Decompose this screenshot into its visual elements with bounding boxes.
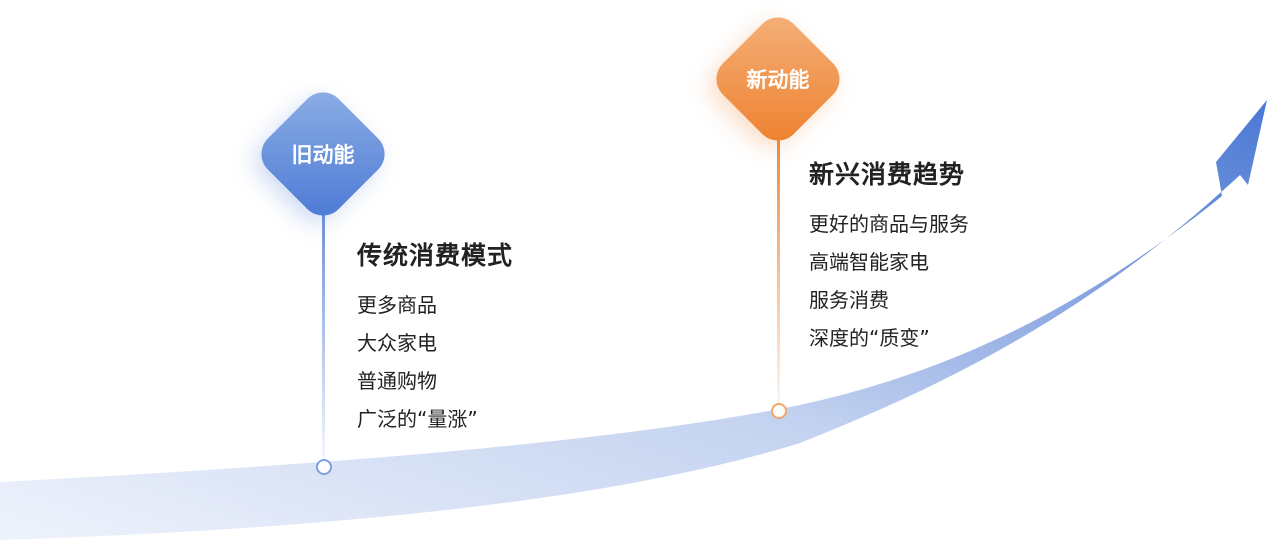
new-stage-item: 服务消费	[809, 288, 889, 312]
new-stage-connector	[777, 140, 780, 406]
old-stage-connector	[322, 214, 325, 460]
old-badge-label: 旧动能	[291, 143, 355, 167]
old-stage-item: 大众家电	[357, 331, 437, 355]
old-stage-item: 广泛的“量涨”	[357, 407, 478, 431]
old-stage-block: 传统消费模式 更多商品 大众家电 普通购物 广泛的“量涨”	[357, 236, 513, 438]
new-stage-item: 高端智能家电	[809, 250, 929, 274]
new-stage-title: 新兴消费趋势	[809, 160, 966, 189]
curve-band	[0, 100, 1267, 540]
old-stage-item: 普通购物	[357, 369, 437, 393]
new-stage-block: 新兴消费趋势 更好的商品与服务 高端智能家电 服务消费 深度的“质变”	[809, 155, 969, 357]
new-badge-label: 新动能	[746, 68, 810, 92]
old-stage-badge: 旧动能	[252, 83, 394, 225]
new-stage-node	[771, 403, 787, 419]
old-stage-item: 更多商品	[357, 293, 437, 317]
new-stage-item: 深度的“质变”	[809, 326, 930, 350]
new-stage-item: 更好的商品与服务	[809, 212, 969, 236]
old-stage-node	[316, 459, 332, 475]
old-stage-title: 传统消费模式	[357, 241, 514, 270]
new-stage-badge: 新动能	[707, 8, 849, 150]
